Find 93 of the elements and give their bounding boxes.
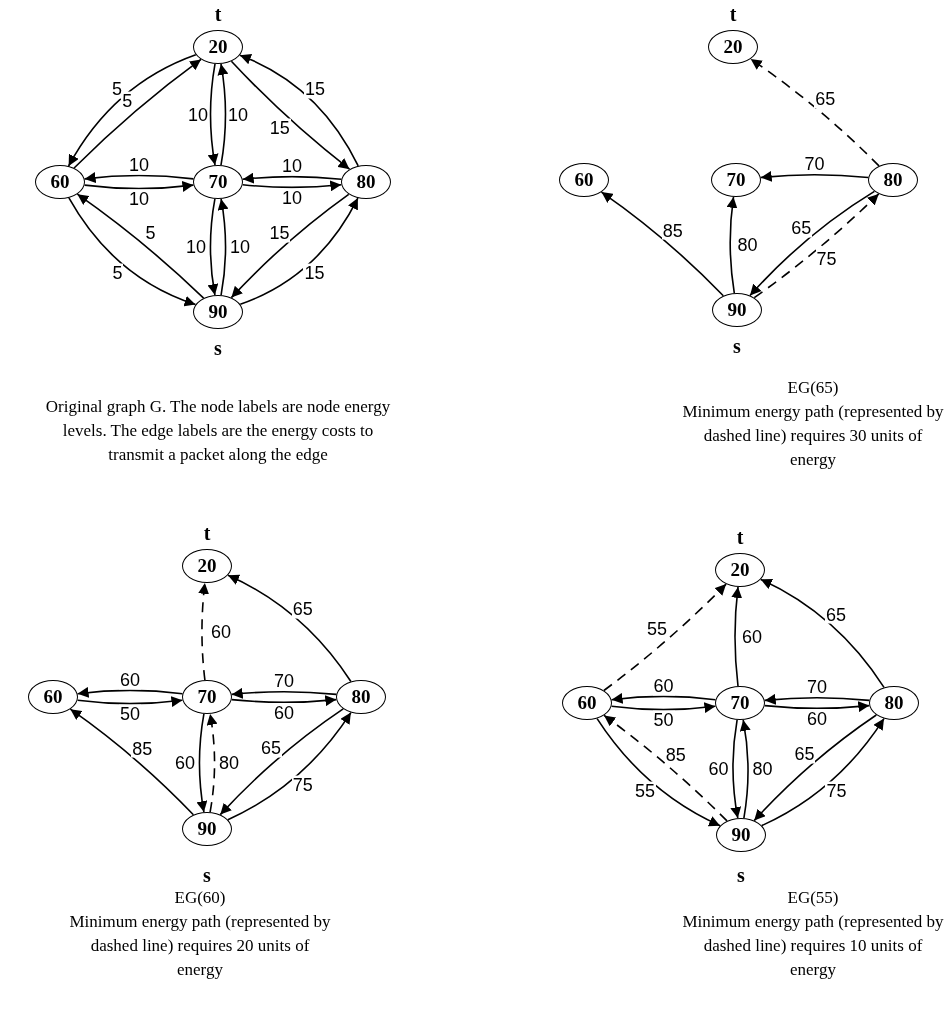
caption-text: Minimum energy path (represented by dashed line) requires 10 units of energy — [681, 911, 945, 981]
node-ellipse: 90 — [712, 293, 762, 327]
edge-label: 60 — [741, 627, 763, 646]
arrow — [600, 191, 725, 297]
edge-label: 10 — [187, 105, 209, 124]
caption-text: EG(60) — [173, 887, 227, 909]
node-tag: s — [733, 336, 741, 356]
arrow — [610, 693, 717, 704]
caption-text: Minimum energy path (represented by dashed line) requires 30 units of energy — [681, 401, 945, 471]
arrow — [731, 586, 743, 687]
dashed-arrow — [749, 58, 880, 167]
arrow — [761, 717, 885, 827]
arrow — [763, 693, 871, 705]
node-tag: t — [736, 527, 744, 547]
arrow — [76, 193, 205, 299]
edge-label: 65 — [793, 744, 816, 764]
edge-label: 65 — [814, 89, 837, 109]
node-ellipse: 90 — [193, 295, 243, 329]
arrow — [730, 719, 742, 819]
arrow — [241, 180, 343, 192]
arrow — [217, 198, 229, 296]
arrow — [610, 702, 717, 713]
edge-label: 65 — [259, 738, 282, 758]
edge-label: 5 — [110, 79, 123, 99]
arrow — [219, 708, 344, 816]
arrow — [239, 54, 359, 167]
arrow — [759, 171, 870, 182]
arrow — [739, 719, 751, 819]
node-tag: s — [214, 338, 222, 358]
arrow — [83, 180, 195, 192]
node-ellipse: 70 — [715, 686, 765, 720]
node-ellipse: 80 — [868, 163, 918, 197]
node-ellipse: 90 — [182, 812, 232, 846]
arrow — [227, 711, 352, 821]
node-ellipse: 60 — [562, 686, 612, 720]
edge-label: 15 — [268, 223, 291, 243]
edge-label: 15 — [303, 263, 326, 282]
arrow — [217, 63, 229, 166]
caption-text: EG(55) — [786, 887, 840, 909]
dashed-arrow — [603, 714, 728, 822]
caption-text: Original graph G. The node labels are node energy levels. The edge labels are the energy costs to transmit a packet along the edge — [45, 396, 391, 466]
edge-label: 15 — [303, 79, 326, 99]
edge-label: 10 — [227, 105, 249, 124]
node-tag: t — [729, 4, 737, 24]
node-ellipse: 70 — [182, 680, 232, 714]
node-ellipse: 20 — [708, 30, 758, 64]
edge-label: 85 — [131, 739, 154, 758]
arrow — [69, 708, 195, 816]
node-tag: s — [737, 865, 745, 885]
arrow — [596, 717, 721, 827]
arrow — [230, 193, 350, 299]
edge-label: 85 — [661, 221, 684, 240]
node-ellipse: 20 — [715, 553, 765, 587]
arrow — [230, 60, 351, 170]
edge-label: 60 — [210, 622, 232, 641]
arrow — [241, 172, 343, 184]
node-ellipse: 60 — [559, 163, 609, 197]
dashed-arrow — [206, 713, 218, 813]
edge-label: 65 — [291, 599, 314, 619]
caption-text: Minimum energy path (represented by dashed line) requires 20 units of energy — [68, 911, 332, 981]
arrow — [83, 172, 195, 184]
node-tag: s — [203, 865, 211, 885]
arrow — [760, 578, 885, 689]
node-ellipse: 20 — [182, 549, 232, 583]
arrow — [763, 701, 871, 713]
arrow — [196, 713, 208, 813]
node-ellipse: 80 — [341, 165, 391, 199]
arrow — [227, 574, 352, 683]
arrow — [753, 714, 878, 822]
edge-label: 65 — [790, 219, 813, 238]
arrow — [726, 196, 738, 294]
edge-label: 65 — [824, 605, 847, 624]
arrow — [207, 198, 219, 296]
node-ellipse: 60 — [28, 680, 78, 714]
node-tag: t — [203, 523, 211, 543]
caption-text: EG(65) — [786, 377, 840, 399]
node-ellipse: 80 — [336, 680, 386, 714]
node-tag: t — [214, 4, 222, 24]
node-ellipse: 80 — [869, 686, 919, 720]
arrow — [230, 695, 338, 707]
arrow — [68, 197, 197, 307]
arrow — [76, 687, 184, 698]
node-ellipse: 70 — [193, 165, 243, 199]
arrow — [207, 63, 219, 166]
dashed-arrow — [603, 583, 727, 692]
node-ellipse: 20 — [193, 30, 243, 64]
node-ellipse: 90 — [716, 818, 766, 852]
arrow — [76, 696, 184, 707]
dashed-arrow — [198, 582, 210, 681]
node-ellipse: 60 — [35, 165, 85, 199]
arrow — [230, 687, 338, 699]
arrow — [239, 197, 359, 306]
node-ellipse: 70 — [711, 163, 761, 197]
